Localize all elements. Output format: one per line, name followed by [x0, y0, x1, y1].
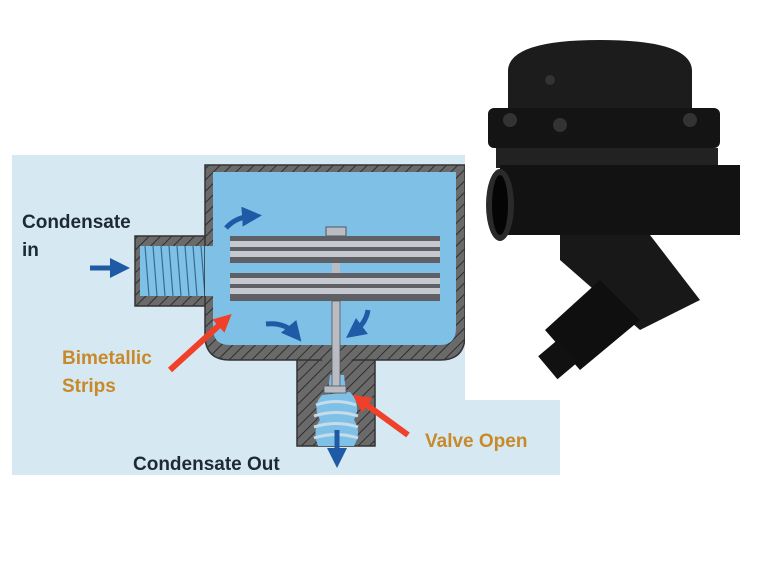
label-valve-open: Valve Open — [425, 431, 527, 452]
label-condensate-in-line1: Condensate — [22, 212, 131, 233]
steam-trap-photo — [465, 25, 780, 400]
label-condensate-in-line2: in — [22, 240, 39, 261]
label-bimetallic-strips-line2: Strips — [62, 376, 116, 397]
trap-cross-section — [90, 164, 466, 468]
label-bimetallic-strips-line1: Bimetallic — [62, 348, 152, 369]
label-condensate-out: Condensate Out — [133, 454, 280, 475]
flow-arrow-icon — [90, 206, 371, 468]
bimetallic-strips — [230, 226, 440, 394]
pointer-arrow-icon — [167, 313, 410, 438]
